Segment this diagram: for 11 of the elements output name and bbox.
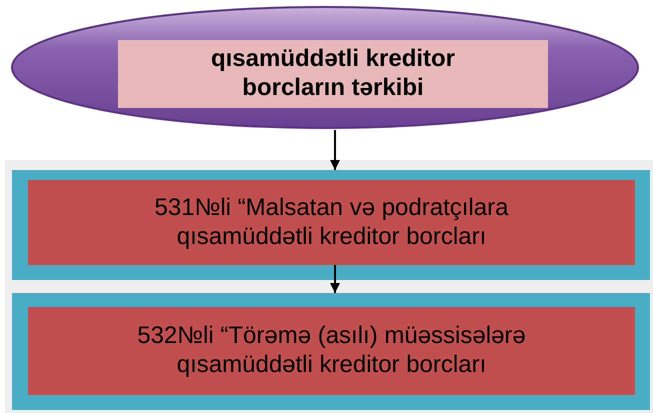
box-text: 531№li “Malsatan və podratçılara qısamüddətli kreditor borcları (154, 194, 510, 252)
account-box (28, 180, 635, 265)
account-box (28, 307, 635, 395)
band-box (12, 170, 650, 280)
band-box (12, 293, 650, 410)
box-text: 532№li “Törəmə (asılı) müəssisələrə qısamüddətli kreditor borcları (136, 322, 527, 380)
ellipse-shape (10, 5, 640, 130)
arrow (330, 130, 340, 170)
box-text: qısamüddətli kreditor borcların tərkibi (210, 45, 456, 103)
arrow (330, 265, 340, 293)
title-box (118, 40, 548, 108)
